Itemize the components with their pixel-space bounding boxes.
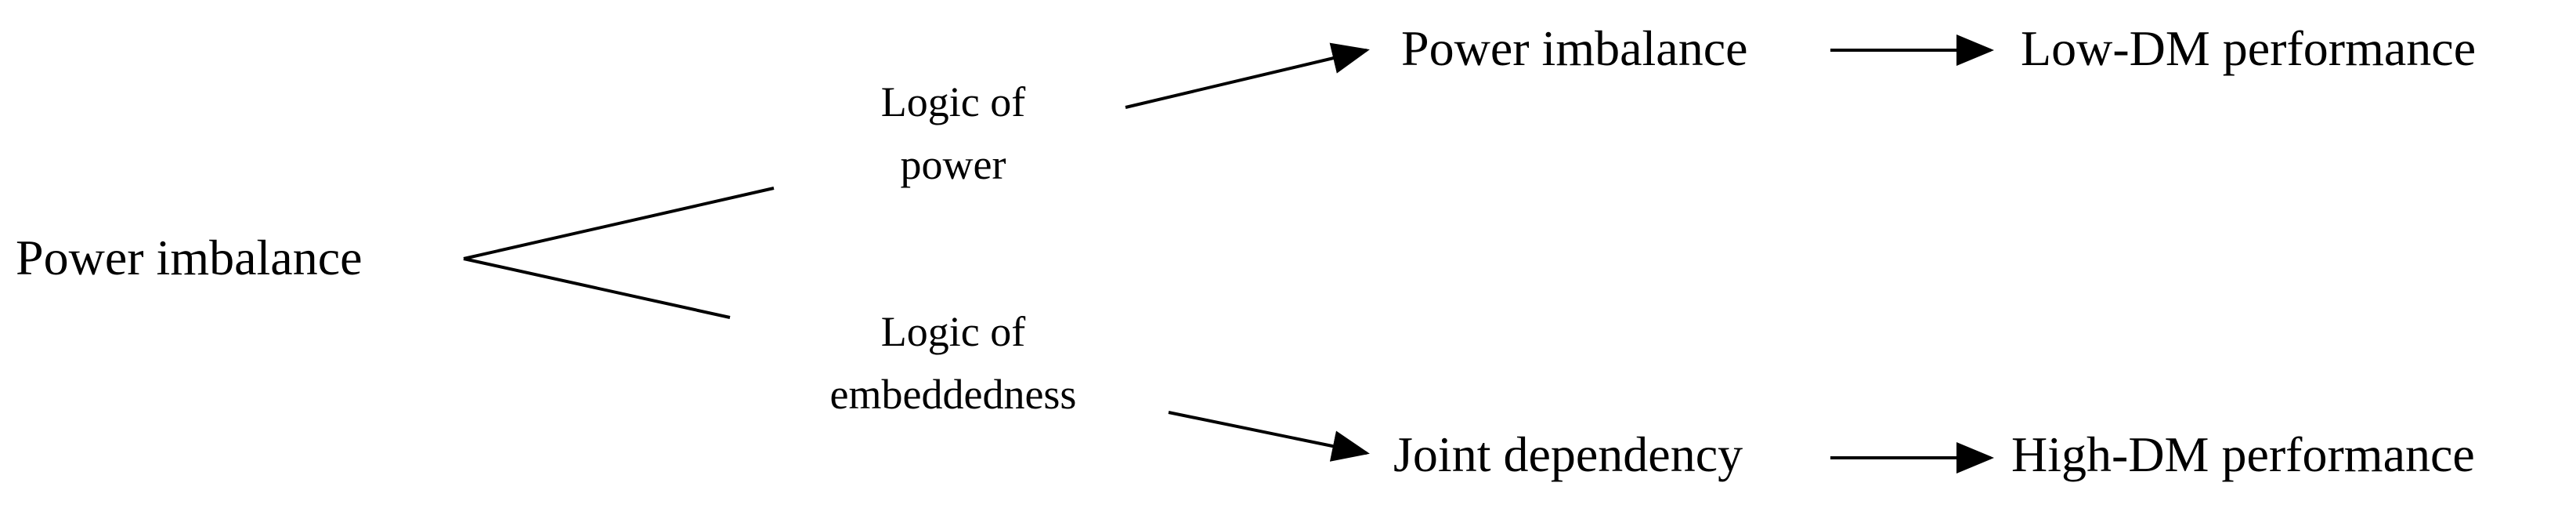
branch-label-logic-of-power-line2: power <box>900 141 1006 188</box>
branch-label-logic-of-embeddedness-line2: embeddedness <box>829 371 1077 418</box>
branch-label-logic-of-embeddedness: Logic of embeddedness <box>789 300 1118 426</box>
node-low-dm-performance: Low-DM performance <box>2021 20 2477 76</box>
root-node-power-imbalance: Power imbalance <box>16 230 363 285</box>
branch-label-logic-of-power-line1: Logic of <box>880 78 1026 125</box>
node-power-imbalance-top: Power imbalance <box>1401 20 1748 76</box>
edge-root-to-logic-of-power <box>463 187 775 260</box>
node-joint-dependency: Joint dependency <box>1393 426 1743 482</box>
node-high-dm-performance: High-DM performance <box>2011 426 2475 482</box>
arrow-logic-of-embeddedness-to-joint-dependency <box>1168 411 1370 462</box>
branch-label-logic-of-embeddedness-line1: Logic of <box>880 308 1026 355</box>
arrow-logic-of-power-to-power-imbalance <box>1125 42 1370 109</box>
branch-label-logic-of-power: Logic of power <box>828 71 1078 196</box>
edge-root-to-logic-of-embeddedness <box>463 257 731 319</box>
